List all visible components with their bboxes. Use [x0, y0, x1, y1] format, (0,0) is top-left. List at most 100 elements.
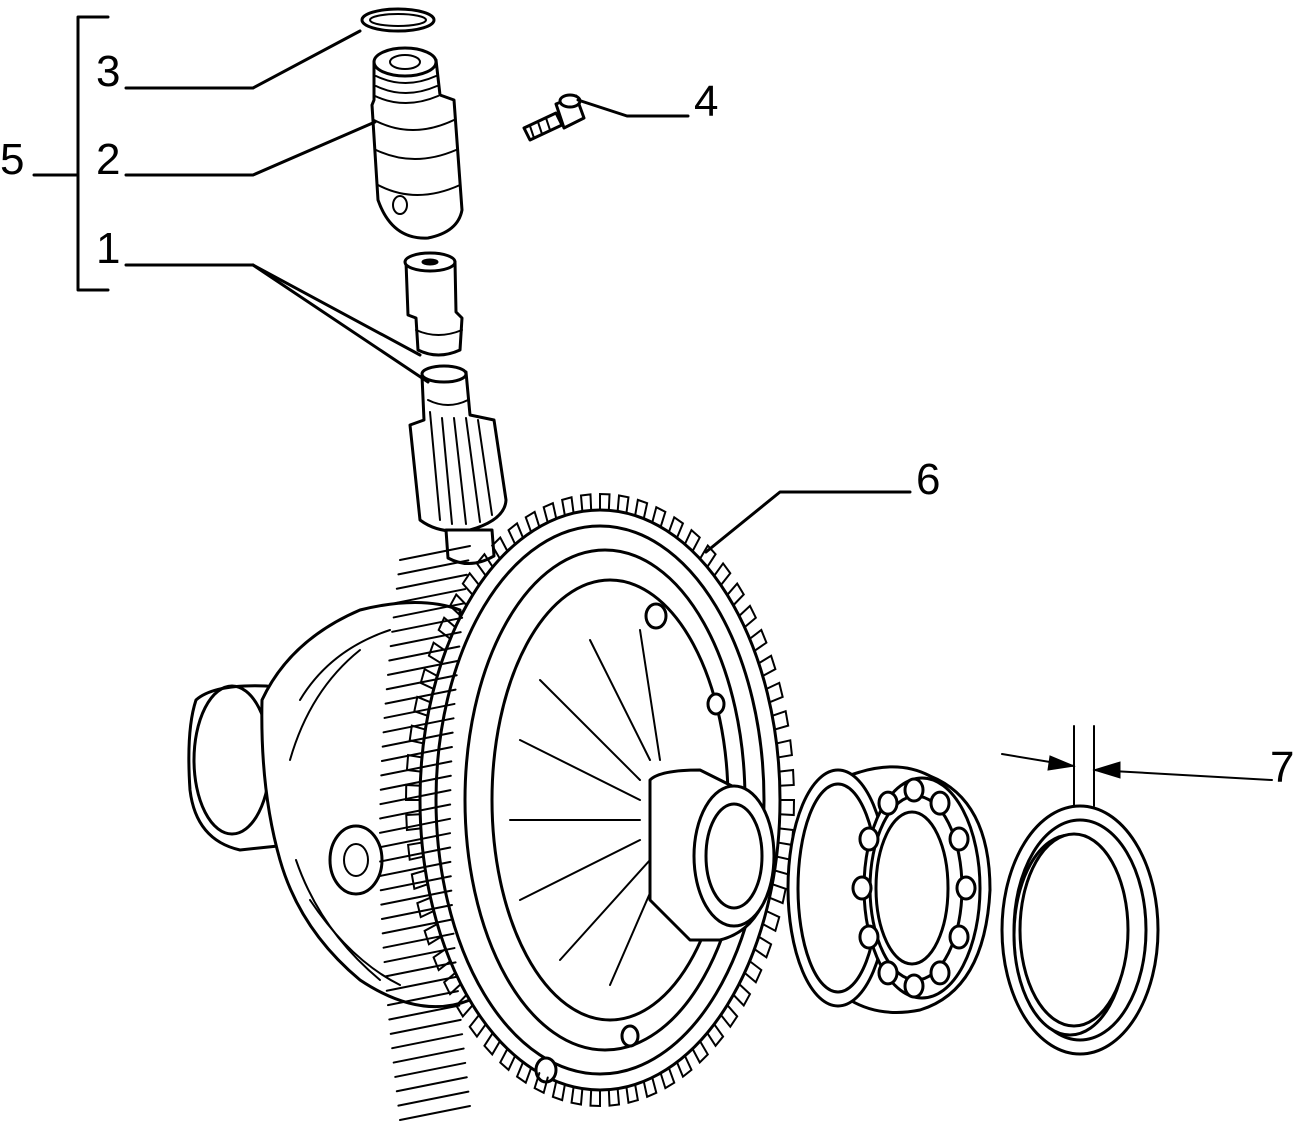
gear-tooth: [651, 505, 667, 528]
gear-tooth: [490, 535, 509, 560]
gear-tooth: [468, 1013, 487, 1039]
gear-tooth: [778, 768, 795, 787]
gear-tooth: [448, 592, 468, 618]
bearing-ball: [948, 924, 970, 950]
gear-tooth-face: [380, 760, 453, 777]
gear-tooth-face: [385, 975, 458, 992]
gear-tooth: [768, 883, 787, 905]
gear-tooth: [753, 935, 773, 959]
gear-tooth: [634, 498, 649, 520]
gear-tooth-face: [379, 803, 452, 820]
leader-lines: [124, 29, 912, 554]
bearing-ball: [858, 924, 880, 950]
gear-tooth-face: [389, 1018, 462, 1035]
gear-tooth: [683, 528, 701, 553]
gear-tooth: [778, 799, 796, 817]
gear-tooth: [551, 1080, 566, 1102]
gear-tooth: [625, 1083, 639, 1104]
gear-tooth-face: [395, 573, 468, 590]
gear-tooth-face: [397, 1090, 470, 1107]
gear-tooth: [599, 492, 611, 512]
gear-tooth-face: [379, 832, 452, 849]
gear-tooth: [771, 709, 790, 731]
bearing-ball: [851, 875, 873, 901]
gear-tooth: [699, 543, 717, 569]
gear-tooth-face: [383, 702, 456, 719]
gear-tooth-face: [388, 645, 461, 662]
bearing-ball: [929, 790, 951, 816]
gear-tooth: [419, 667, 439, 691]
gear-tooth: [719, 1004, 739, 1029]
pinion-shaft-upper: [403, 251, 464, 357]
gear-tooth: [757, 654, 777, 678]
gear-tooth-face: [380, 746, 453, 763]
gear-tooth: [570, 1085, 584, 1106]
gear-tooth-face: [381, 918, 454, 935]
bearing-ball: [858, 826, 880, 852]
gear-tooth-face: [391, 616, 464, 633]
callout-1: 1: [96, 224, 120, 273]
gear-tooth: [675, 1054, 693, 1079]
gear-tooth-face: [379, 817, 452, 834]
gear-tooth-face: [380, 889, 453, 906]
callout-7: 7: [1270, 743, 1294, 792]
gear-tooth: [743, 960, 763, 984]
gear-tooth: [408, 724, 427, 745]
gear-tooth: [423, 922, 443, 946]
gear-tooth-face: [386, 659, 459, 676]
callout-3: 3: [96, 47, 120, 96]
gear-tooth: [738, 604, 758, 629]
sleeve-part: [370, 46, 464, 240]
gear-tooth-face: [382, 932, 455, 949]
gear-tooth: [659, 1066, 676, 1090]
gear-tooth: [515, 1061, 533, 1085]
gear-tooth-face: [384, 961, 457, 978]
case-spokes: [509, 629, 661, 986]
gear-tooth-face: [392, 602, 465, 619]
bearing-ball: [955, 875, 977, 901]
gear-tooth: [589, 1088, 601, 1108]
callout-5: 5: [0, 135, 24, 184]
gear-tooth: [455, 993, 474, 1019]
o-ring-part: [360, 7, 436, 33]
gear-tooth-face: [379, 774, 452, 791]
callout-4: 4: [694, 77, 718, 126]
gear-tooth: [713, 561, 732, 587]
gear-tooth-face: [379, 846, 452, 863]
callout-2: 2: [96, 135, 120, 184]
gear-tooth: [691, 1040, 710, 1065]
gear-tooth-face: [386, 990, 459, 1007]
gear-tooth: [427, 641, 447, 665]
gear-tooth: [726, 581, 745, 607]
gear-tooth: [475, 552, 494, 577]
gear-tooth-face: [392, 1047, 465, 1064]
bearing-part: [786, 765, 992, 1014]
gear-tooth: [413, 695, 432, 717]
pinion-gear: [408, 364, 508, 565]
gear-tooth-face: [395, 1076, 468, 1093]
gear-tooth: [524, 510, 541, 534]
gear-tooth: [642, 1076, 658, 1099]
gear-tooth-face: [397, 559, 470, 576]
callout-6: 6: [916, 455, 940, 504]
gear-tooth: [761, 909, 781, 933]
gear-tooth-face: [399, 1105, 471, 1121]
bearing-ball: [877, 790, 899, 816]
gear-tooth: [461, 571, 481, 596]
shim-ring-part: [1000, 725, 1273, 1056]
gear-tooth-face: [394, 588, 467, 605]
gear-tooth-face: [388, 1004, 461, 1021]
gear-tooth: [407, 841, 425, 861]
gear-tooth-face: [383, 947, 456, 964]
group-bracket-5: [32, 15, 110, 292]
differential-assembly: [187, 508, 782, 1092]
gear-tooth: [561, 496, 575, 517]
gear-tooth: [732, 982, 752, 1008]
gear-tooth-face: [394, 1061, 467, 1078]
gear-tooth-face: [379, 860, 452, 877]
gear-tooth: [533, 1072, 549, 1095]
bearing-ball: [903, 973, 925, 999]
gear-tooth-face: [384, 688, 457, 705]
gear-tooth: [748, 628, 768, 652]
